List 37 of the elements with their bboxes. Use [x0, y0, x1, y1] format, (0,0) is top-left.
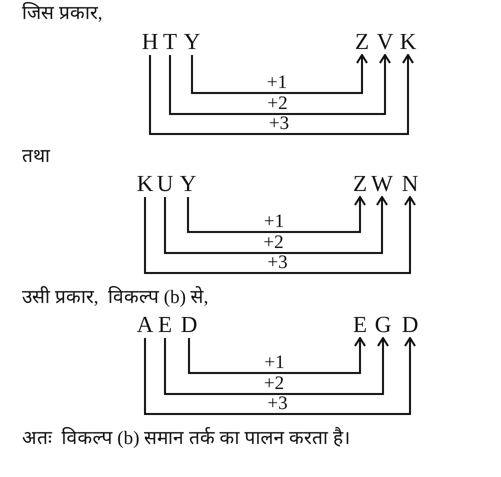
arrow	[164, 196, 388, 254]
letter: D	[402, 313, 418, 336]
letter: U	[156, 172, 174, 195]
text-line: तथा	[22, 146, 50, 168]
edge-label: +2	[265, 95, 290, 112]
letter: N	[402, 172, 418, 195]
letter: A	[136, 313, 154, 336]
arrow	[164, 337, 389, 395]
letter: K	[136, 172, 154, 195]
letter: E	[158, 313, 172, 336]
edge-label: +2	[261, 234, 286, 251]
letter: Y	[180, 172, 196, 195]
edge-label: +3	[265, 395, 290, 412]
letter: D	[180, 313, 198, 336]
edge-label: +3	[266, 115, 292, 132]
edge-label: +3	[265, 254, 290, 271]
letter: T	[162, 30, 178, 53]
letter: W	[371, 172, 393, 195]
letter: K	[400, 30, 416, 53]
letter: Z	[352, 172, 368, 195]
arrow	[144, 337, 416, 415]
arrow	[191, 54, 368, 94]
arrow	[188, 337, 366, 374]
letter: E	[352, 313, 368, 336]
letter: G	[374, 313, 392, 336]
arrow	[144, 196, 416, 274]
letter: Z	[354, 30, 370, 53]
arrow	[187, 196, 366, 233]
text-line: अतः विकल्प (b) समान तर्क का पालन करता है।	[22, 428, 350, 450]
edge-label: +2	[262, 375, 286, 392]
letter: V	[376, 30, 394, 53]
text-line: उसी प्रकार, विकल्प (b) से,	[22, 287, 208, 309]
letter: H	[142, 30, 158, 53]
arrow	[169, 54, 391, 115]
letter: Y	[184, 30, 200, 53]
text-line: जिस प्रकार,	[22, 3, 102, 25]
arrow	[149, 54, 414, 135]
